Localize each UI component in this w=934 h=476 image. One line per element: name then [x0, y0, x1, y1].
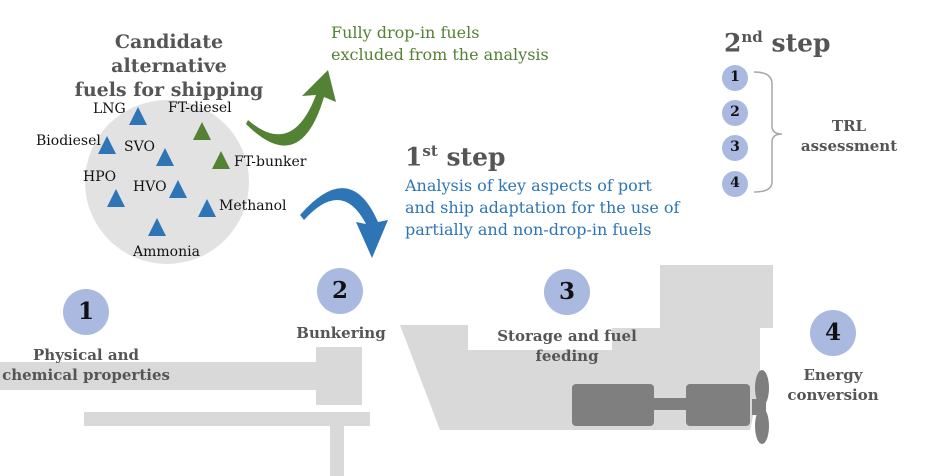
pier-leg — [330, 426, 344, 476]
propeller-blade-top — [755, 370, 769, 406]
step2-suffix: nd — [741, 28, 763, 46]
aspect-3-line2: feeding — [535, 347, 599, 365]
pier-upper-deck — [0, 362, 318, 390]
aspect-circle-4 — [810, 310, 856, 356]
step2-word: step — [762, 28, 831, 58]
aspect-label-1: Physical and chemical properties — [0, 345, 172, 385]
aspect-number-1: 1 — [77, 298, 94, 325]
step1-heading: 1st step — [405, 136, 506, 172]
triangle-ft-bunker — [212, 151, 230, 169]
port-structure — [0, 347, 370, 476]
triangle-hvo — [169, 180, 187, 198]
triangle-lng — [129, 107, 147, 125]
step1-word: step — [437, 142, 506, 172]
candidate-title-line1: Candidate alternative — [111, 31, 227, 77]
engine-block-left — [572, 384, 654, 426]
trl-label-line2: assessment — [800, 137, 898, 155]
fuel-label-ft-bunker: FT-bunker — [234, 154, 307, 170]
step1-desc-line2: and ship adaptation for the use of — [405, 198, 680, 217]
aspect-number-4: 4 — [824, 319, 841, 346]
aspect-1-line2: chemical properties — [2, 366, 170, 384]
step2-number: 2 — [724, 28, 742, 58]
fuel-label-ft-diesel: FT-diesel — [168, 100, 232, 116]
fuel-cloud — [85, 100, 249, 264]
blue-arrow — [300, 188, 388, 258]
triangle-ft-diesel — [193, 122, 211, 140]
trl-circle-4 — [722, 171, 748, 197]
ship-hull — [400, 265, 773, 430]
trl-circle-2 — [722, 100, 748, 126]
fuel-label-hpo: HPO — [83, 169, 117, 185]
trl-circle-3 — [722, 135, 748, 161]
aspect-2-line1: Bunkering — [296, 324, 386, 342]
aspect-circles — [63, 268, 856, 356]
fuel-label-ammonia: Ammonia — [133, 244, 200, 260]
step2-heading: 2nd step — [724, 22, 831, 58]
trl-label-line1: TRL — [831, 117, 867, 135]
aspect-circle-3 — [544, 269, 590, 315]
trl-number-4: 4 — [730, 175, 740, 191]
propeller-blade-bottom — [755, 408, 769, 444]
aspect-3-line1: Storage and fuel — [497, 327, 637, 345]
trl-brace — [753, 71, 783, 193]
fuel-label-methanol: Methanol — [219, 198, 287, 214]
aspect-label-4: Energy conversion — [780, 365, 886, 405]
triangle-biodiesel — [98, 136, 116, 154]
engine-shaft — [652, 398, 688, 410]
trl-number-3: 3 — [730, 139, 740, 155]
fuel-label-lng: LNG — [93, 101, 126, 117]
excluded-note: Fully drop-in fuels excluded from the an… — [331, 22, 549, 66]
triangle-methanol — [198, 199, 216, 217]
aspect-1-line1: Physical and — [33, 346, 139, 364]
aspect-circle-2 — [317, 268, 363, 314]
fuel-label-biodiesel: Biodiesel — [36, 133, 101, 149]
fuel-label-hvo: HVO — [133, 179, 167, 195]
step1-description: Analysis of key aspects of port and ship… — [405, 175, 679, 241]
excluded-line2: excluded from the analysis — [331, 45, 549, 64]
step1-desc-line1: Analysis of key aspects of port — [405, 176, 652, 195]
trl-label: TRL assessment — [794, 116, 904, 156]
triangle-hpo — [107, 189, 125, 207]
trl-number-2: 2 — [730, 104, 740, 120]
candidate-title-line2: fuels for shipping — [74, 79, 264, 101]
trl-circles — [722, 65, 748, 197]
engine — [572, 370, 769, 444]
engine-block-right — [686, 384, 750, 426]
candidate-title: Candidate alternative fuels for shipping — [58, 30, 280, 102]
aspect-label-3: Storage and fuel feeding — [484, 326, 650, 366]
aspect-number-2: 2 — [331, 277, 348, 304]
aspect-label-2: Bunkering — [286, 323, 396, 343]
fuel-triangles — [98, 107, 230, 236]
pier-block — [316, 347, 362, 405]
triangle-ammonia — [148, 218, 166, 236]
step1-desc-line3: partially and non-drop-in fuels — [405, 220, 652, 239]
trl-circle-1 — [722, 65, 748, 91]
step1-number: 1 — [405, 142, 423, 172]
step1-suffix: st — [422, 142, 438, 160]
aspect-4-line1: Energy — [803, 366, 863, 384]
green-arrow — [246, 70, 336, 146]
pier-lower-deck — [84, 412, 370, 426]
fuel-label-svo: SVO — [124, 139, 155, 155]
aspect-4-line2: conversion — [787, 386, 879, 404]
trl-number-1: 1 — [730, 69, 740, 85]
aspect-circle-1 — [63, 289, 109, 335]
excluded-line1: Fully drop-in fuels — [331, 23, 480, 42]
triangle-svo — [156, 148, 174, 166]
aspect-number-3: 3 — [558, 278, 575, 305]
